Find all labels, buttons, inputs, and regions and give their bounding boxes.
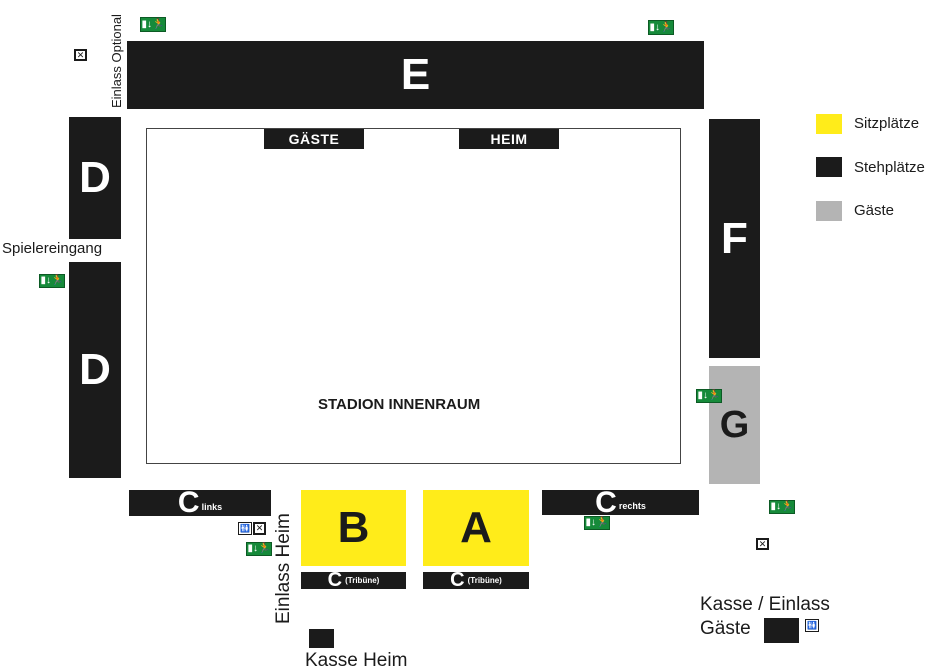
block-c-links-sub: links [201, 502, 223, 512]
block-d-top[interactable]: D [69, 117, 121, 239]
emergency-exit-icon: ▮↓🏃 [39, 274, 65, 288]
field-label-gaeste: GÄSTE [264, 129, 364, 149]
legend-label-stehplaetze: Stehplätze [854, 159, 925, 176]
emergency-exit-icon: ▮↓🏃 [584, 516, 610, 530]
emergency-exit-icon: ▮↓🏃 [140, 17, 166, 32]
block-d-bottom[interactable]: D [69, 262, 121, 478]
label-kasse-einlass: Kasse / Einlass [700, 594, 830, 615]
label-gaeste-kasse: Gäste [700, 618, 751, 639]
legend-swatch-stehplaetze [816, 157, 842, 177]
block-c-tribuene-b-letter: C [327, 569, 343, 591]
block-c-links[interactable]: C links [129, 486, 271, 519]
legend: Sitzplätze Stehplätze Gäste [816, 113, 944, 225]
block-a[interactable]: A [423, 490, 529, 566]
emergency-exit-icon: ▮↓🏃 [769, 500, 795, 514]
block-b[interactable]: B [301, 490, 406, 566]
kasse-heim-box[interactable] [309, 629, 334, 648]
checkbox-x-icon: ✕ [253, 522, 266, 535]
legend-label-sitzplaetze: Sitzplätze [854, 115, 920, 132]
kasse-gaeste-box[interactable] [764, 618, 799, 643]
field-label-heim: HEIM [459, 129, 559, 149]
toilet-icon: 🚻 [238, 522, 252, 535]
legend-swatch-gaeste [816, 201, 842, 221]
checkbox-x-icon: ✕ [756, 538, 769, 550]
legend-swatch-sitzplaetze [816, 114, 842, 134]
emergency-exit-icon: ▮↓🏃 [696, 389, 722, 403]
block-c-tribuene-a[interactable]: C (Tribüne) [423, 569, 529, 591]
block-g[interactable]: G [709, 366, 760, 484]
checkbox-x-icon: ✕ [74, 49, 87, 61]
block-c-tribuene-a-sub: (Tribüne) [467, 576, 502, 585]
stadium-field [146, 128, 681, 464]
block-c-links-letter: C [177, 486, 200, 519]
emergency-exit-icon: ▮↓🏃 [246, 542, 272, 556]
emergency-exit-icon: ▮↓🏃 [648, 20, 674, 35]
field-center-label: STADION INNENRAUM [318, 396, 481, 413]
block-c-tribuene-a-letter: C [450, 569, 465, 591]
label-spielereingang: Spielereingang [2, 240, 103, 257]
legend-label-gaeste: Gäste [854, 202, 895, 219]
block-e[interactable]: E [127, 41, 704, 109]
block-f[interactable]: F [709, 119, 760, 358]
toilet-icon: 🚻 [805, 619, 819, 632]
label-einlass-heim: Einlass Heim [273, 513, 294, 624]
block-c-rechts-sub: rechts [618, 501, 646, 511]
block-c-rechts[interactable]: C rechts [542, 486, 699, 519]
label-kasse-heim: Kasse Heim [305, 650, 408, 671]
label-einlass-optional: Einlass Optional [109, 14, 124, 108]
block-c-tribuene-b-sub: (Tribüne) [345, 576, 380, 585]
block-c-rechts-letter: C [595, 485, 617, 519]
block-c-tribuene-b[interactable]: C (Tribüne) [301, 569, 406, 591]
